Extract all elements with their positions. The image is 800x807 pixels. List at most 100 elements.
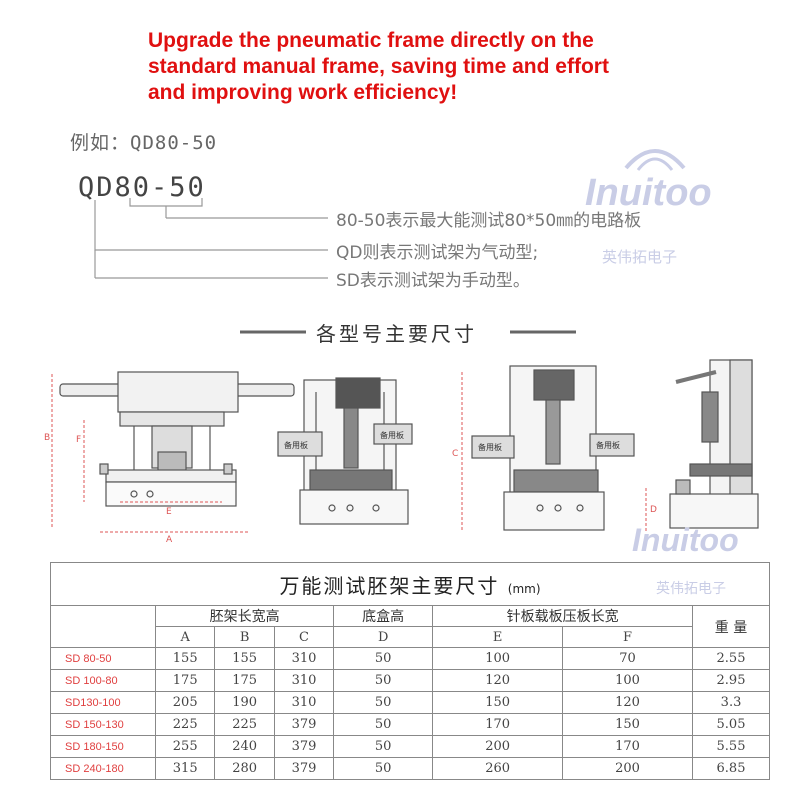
- cell-e: 100: [432, 647, 564, 670]
- col-header-b: B: [214, 626, 275, 648]
- front-view: [59, 371, 295, 507]
- cell-weight: 2.55: [692, 647, 770, 670]
- cell-f: 150: [562, 713, 694, 736]
- cell-a: 225: [154, 713, 216, 736]
- note-size: 80-50表示最大能测试80*50㎜的电路板: [336, 211, 642, 231]
- cell-e: 150: [432, 691, 564, 714]
- watermark-brand-top: Inuitoo: [585, 172, 712, 214]
- cell-f: 100: [562, 669, 694, 692]
- cell-e: 170: [432, 713, 564, 736]
- plate-label-2: 备用板: [380, 430, 404, 440]
- spec-table: 万能测试胚架主要尺寸 (mm) 胚架长宽高 底盒高 针板载板压板长宽 重 量 A…: [50, 562, 770, 780]
- cell-c: 310: [273, 647, 335, 670]
- cell-c: 310: [273, 669, 335, 692]
- cell-b: 240: [214, 735, 275, 758]
- section-divider: [240, 330, 576, 334]
- iso-view-2: [471, 365, 635, 531]
- cell-d: 50: [333, 735, 434, 758]
- cell-f: 170: [562, 735, 694, 758]
- cell-a: 315: [154, 757, 216, 780]
- dim-label-f: F: [76, 435, 81, 445]
- cell-model: SD 100-80: [50, 669, 156, 692]
- table-row: SD 80-50 155 155 310 50 100 70 2.55: [50, 647, 770, 670]
- watermark-cn-top: 英伟拓电子: [602, 248, 678, 266]
- cell-d: 50: [333, 691, 434, 714]
- example-model: QD80-50: [78, 172, 206, 203]
- cell-b: 280: [214, 757, 275, 780]
- cell-d: 50: [333, 669, 434, 692]
- dim-label-e: E: [166, 507, 172, 517]
- table-row: SD 150-130 225 225 379 50 170 150 5.05: [50, 713, 770, 736]
- plate-label-4: 备用板: [596, 440, 620, 450]
- cell-model: SD 240-180: [50, 757, 156, 780]
- headline-line-2: standard manual frame, saving time and e…: [148, 55, 609, 78]
- model-size: 80-50: [114, 172, 206, 203]
- example-label: 例如：QD80-50: [70, 132, 218, 154]
- table-unit: (mm): [507, 581, 541, 596]
- side-view: [669, 359, 759, 529]
- cell-weight: 5.55: [692, 735, 770, 758]
- cell-c: 379: [273, 757, 335, 780]
- cell-c: 310: [273, 691, 335, 714]
- cell-e: 260: [432, 757, 564, 780]
- cell-f: 70: [562, 647, 694, 670]
- group-plate-header: 针板载板压板长宽: [432, 605, 694, 627]
- group-base-header: 底盒高: [333, 605, 434, 627]
- cell-d: 50: [333, 647, 434, 670]
- col-header-d: D: [333, 626, 434, 648]
- headline-line-1: Upgrade the pneumatic frame directly on …: [148, 29, 594, 52]
- cell-model: SD 150-130: [50, 713, 156, 736]
- table-caption-text: 万能测试胚架主要尺寸: [279, 573, 500, 598]
- dim-label-b: B: [44, 433, 50, 443]
- cell-e: 200: [432, 735, 564, 758]
- col-header-f: F: [562, 626, 694, 648]
- cell-d: 50: [333, 757, 434, 780]
- model-explanation-leaders: [94, 198, 328, 279]
- cell-model: SD 80-50: [50, 647, 156, 670]
- col-header-c: C: [273, 626, 335, 648]
- table-row: SD 240-180 315 280 379 50 260 200 6.85: [50, 757, 770, 780]
- cell-weight: 3.3: [692, 691, 770, 714]
- cell-model: SD130-100: [50, 691, 156, 714]
- table-corner-cell: [50, 605, 156, 648]
- note-pneumatic: QD则表示测试架为气动型;: [336, 243, 539, 263]
- cell-d: 50: [333, 713, 434, 736]
- cell-a: 175: [154, 669, 216, 692]
- note-manual: SD表示测试架为手动型。: [336, 271, 530, 291]
- dim-label-d: D: [650, 505, 657, 515]
- group-frame-header: 胚架长宽高: [154, 605, 335, 627]
- weight-header: 重 量: [692, 605, 770, 648]
- col-header-e: E: [432, 626, 564, 648]
- iso-view: [277, 377, 413, 525]
- cell-e: 120: [432, 669, 564, 692]
- watermark-logo-icon: [624, 149, 686, 171]
- cell-f: 120: [562, 691, 694, 714]
- cell-a: 255: [154, 735, 216, 758]
- table-caption: 万能测试胚架主要尺寸 (mm): [50, 562, 770, 606]
- fixture-drawings: B F E A C D 备用板 备用板 备用板 备用板: [44, 359, 759, 545]
- col-header-a: A: [154, 626, 216, 648]
- section-title: 各型号主要尺寸: [316, 322, 477, 346]
- cell-c: 379: [273, 735, 335, 758]
- dim-label-c: C: [452, 449, 458, 459]
- cell-model: SD 180-150: [50, 735, 156, 758]
- model-prefix: QD: [78, 172, 115, 203]
- cell-b: 190: [214, 691, 275, 714]
- watermark-brand-mid: Inuitoo: [632, 522, 739, 558]
- table-row: SD 180-150 255 240 379 50 200 170 5.55: [50, 735, 770, 758]
- table-row: SD130-100 205 190 310 50 150 120 3.3: [50, 691, 770, 714]
- cell-f: 200: [562, 757, 694, 780]
- cell-b: 175: [214, 669, 275, 692]
- headline: Upgrade the pneumatic frame directly on …: [148, 28, 768, 106]
- cell-weight: 5.05: [692, 713, 770, 736]
- cell-b: 225: [214, 713, 275, 736]
- spec-table-wrap: 万能测试胚架主要尺寸 (mm) 胚架长宽高 底盒高 针板载板压板长宽 重 量 A…: [50, 562, 770, 791]
- cell-weight: 2.95: [692, 669, 770, 692]
- cell-c: 379: [273, 713, 335, 736]
- cell-b: 155: [214, 647, 275, 670]
- plate-label-3: 备用板: [478, 442, 502, 452]
- plate-label-1: 备用板: [284, 440, 308, 450]
- table-row: SD 100-80 175 175 310 50 120 100 2.95: [50, 669, 770, 692]
- cell-a: 155: [154, 647, 216, 670]
- cell-a: 205: [154, 691, 216, 714]
